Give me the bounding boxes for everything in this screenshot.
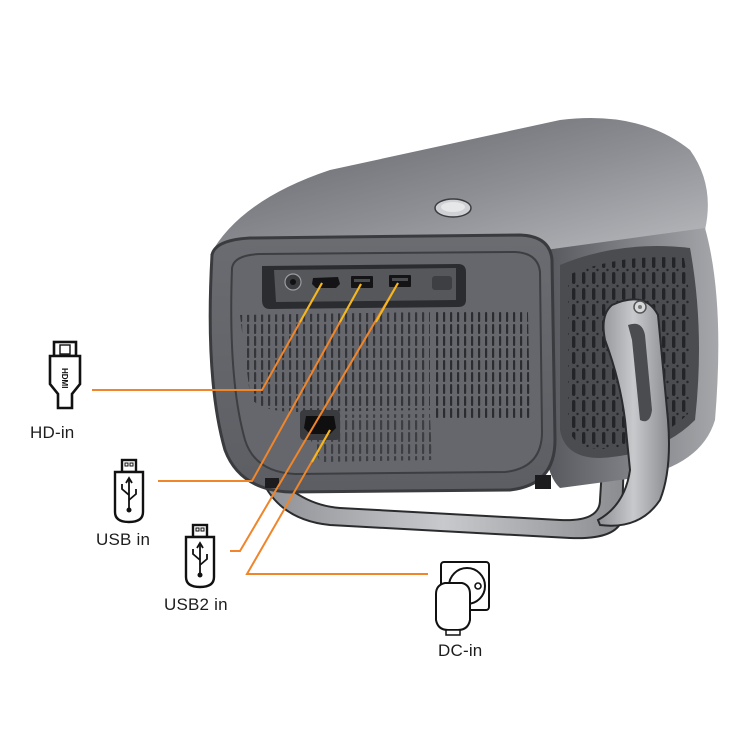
hdmi-port <box>312 277 340 288</box>
usb-stick-icon-2 <box>184 523 216 589</box>
dc-leader-line <box>245 429 428 575</box>
power-plug-socket-icon <box>435 561 490 636</box>
usb1-leader-line <box>158 283 362 482</box>
hdmi-plug-icon: HDMI <box>48 340 82 410</box>
leader-lines <box>92 282 428 575</box>
hd-in-label: HD-in <box>30 423 75 442</box>
usb-in-label: USB in <box>96 530 151 549</box>
back-vent-right <box>432 312 530 418</box>
dc-in-label: DC-in <box>438 641 483 660</box>
power-button <box>434 198 472 218</box>
usb2-in-label: USB2 in <box>164 595 228 614</box>
hdmi-icon-text: HDMI <box>60 368 69 388</box>
projector-top <box>210 118 708 255</box>
usb2-leader-line <box>230 282 399 552</box>
ir-sensor <box>432 276 452 290</box>
stand-arm <box>596 298 670 527</box>
usb-stick-icon-1 <box>113 458 145 524</box>
back-vent-left <box>240 312 430 412</box>
